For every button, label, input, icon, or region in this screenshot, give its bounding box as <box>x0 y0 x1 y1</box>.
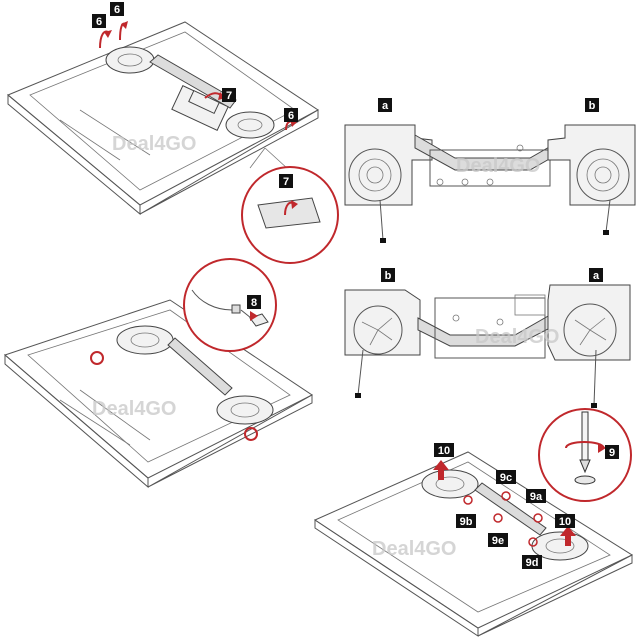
label-a-top: a <box>378 98 392 112</box>
panel-bottom-right: 10 10 9c 9a 9b 9e 9d <box>313 408 634 637</box>
svg-text:b: b <box>385 270 392 282</box>
step-7-zoom-label: 7 <box>279 174 293 188</box>
step-9-label: 9 <box>605 445 619 459</box>
connector-circle-1 <box>90 351 104 365</box>
fan-housing-a <box>344 124 433 206</box>
label-a-mid: a <box>589 268 603 282</box>
screw-9e <box>493 513 503 523</box>
step-6-label-c: 6 <box>284 108 298 122</box>
step-9d-label: 9d <box>522 555 542 569</box>
watermark-5: Deal4GO <box>372 538 456 560</box>
fan-housing-b <box>547 124 636 206</box>
step-7-label: 7 <box>222 88 236 102</box>
watermark-2: Deal4GO <box>456 155 540 177</box>
heat-pipe-bottom <box>474 482 547 536</box>
screw-9a <box>533 513 543 523</box>
step-9a-label: 9a <box>526 489 546 503</box>
fan-2 <box>225 111 275 139</box>
svg-text:9b: 9b <box>460 516 473 528</box>
lift-arrow-2 <box>560 526 576 546</box>
step-10-label-b: 10 <box>555 514 575 528</box>
panel-top-left: 6 6 7 6 7 Deal4GO <box>7 2 339 264</box>
svg-text:9c: 9c <box>500 472 512 484</box>
lift-arrow-1 <box>433 460 449 480</box>
label-b-top: b <box>585 98 599 112</box>
svg-text:10: 10 <box>438 445 450 457</box>
svg-text:a: a <box>593 270 600 282</box>
step-9b-label: 9b <box>456 514 476 528</box>
heat-pipe-base <box>167 337 233 396</box>
label-b-mid: b <box>381 268 395 282</box>
svg-text:6: 6 <box>114 4 120 16</box>
step-9e-label: 9e <box>488 533 508 547</box>
fan-right <box>216 395 274 425</box>
step-10-label-a: 10 <box>434 443 454 457</box>
watermark-1: Deal4GO <box>112 133 196 155</box>
svg-text:9d: 9d <box>526 557 539 569</box>
panel-top-right: a b Deal4GO <box>344 98 636 243</box>
zoom-circle-step-8 <box>183 258 277 352</box>
svg-text:6: 6 <box>288 110 294 122</box>
fan-left <box>116 325 174 355</box>
svg-text:b: b <box>589 100 596 112</box>
svg-text:8: 8 <box>251 297 257 309</box>
screw-9d <box>528 537 538 547</box>
svg-text:7: 7 <box>283 176 289 188</box>
panel-mid-left: 8 Deal4GO <box>4 258 313 489</box>
svg-text:6: 6 <box>96 16 102 28</box>
watermark-3: Deal4GO <box>475 326 559 348</box>
step-8-label: 8 <box>247 295 261 309</box>
fan-housing-a-underside <box>547 284 631 361</box>
watermark-4: Deal4GO <box>92 398 176 420</box>
svg-text:9: 9 <box>609 447 615 459</box>
panel-mid-right: b a Deal4GO <box>344 268 631 408</box>
step-6-label-b: 6 <box>110 2 124 16</box>
connector-circle-2 <box>244 427 258 441</box>
svg-text:10: 10 <box>559 516 571 528</box>
fan-1 <box>105 46 155 74</box>
step-9c-label: 9c <box>496 470 516 484</box>
fan-housing-b-underside <box>344 289 421 356</box>
step-6-label-a: 6 <box>92 14 106 28</box>
svg-text:a: a <box>382 100 389 112</box>
screw-9c <box>501 491 511 501</box>
svg-text:9e: 9e <box>492 535 504 547</box>
svg-text:7: 7 <box>226 90 232 102</box>
fan-bottom-1 <box>421 469 479 499</box>
screw-9b <box>463 495 473 505</box>
svg-text:9a: 9a <box>530 491 543 503</box>
